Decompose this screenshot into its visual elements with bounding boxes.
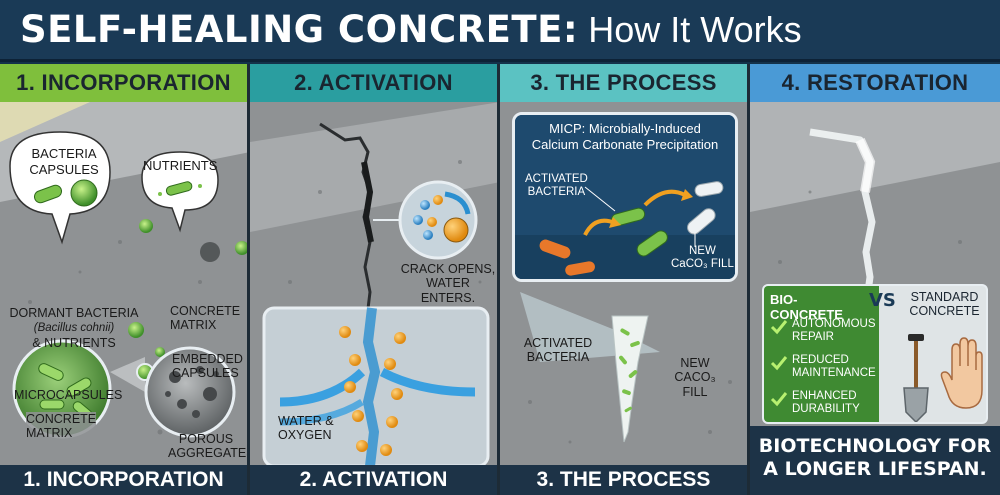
panel-incorporation: 1. INCORPORATION [0, 64, 250, 495]
panel2-footer: 2. ACTIVATION [250, 465, 497, 495]
benefit-item: AUTONOMOUS REPAIR [770, 318, 878, 343]
checkmark-icon [770, 356, 788, 371]
panel3-footer: 3. THE PROCESS [500, 465, 747, 495]
micp-new-fill-line1: NEW [689, 245, 716, 257]
panel-process: 3. THE PROCESS [500, 64, 750, 495]
vs-label: VS [869, 290, 896, 311]
panel1-header: 1. INCORPORATION [0, 64, 247, 102]
comparison-box: BIO-CONCRETE VS STANDARD CONCRETE AUTONO… [762, 284, 988, 424]
benefit-item: ENHANCED DURABILITY [770, 390, 878, 415]
dormant-label-line2: (Bacillus cohnii) [33, 322, 115, 335]
embedded-capsules-label: EMBEDDED CAPSULES [172, 352, 243, 381]
panel-restoration: 4. RESTORATION BIO-CONCRETE VS STANDARD … [750, 64, 1000, 495]
bacteria-capsules-bubble [9, 131, 111, 245]
micp-title: MICP: Microbially-Induced Calcium Carbon… [531, 121, 719, 153]
nutrients-label: NUTRIENTS [143, 158, 218, 173]
panel-activation: 2. ACTIVATION [250, 64, 500, 495]
shovel-hand-icon [903, 334, 983, 422]
panel3-header: 3. THE PROCESS [500, 64, 747, 102]
panel2-header: 2. ACTIVATION [250, 64, 497, 102]
panel4-header: 4. RESTORATION [750, 64, 1000, 102]
benefit-label: AUTONOMOUS REPAIR [792, 318, 876, 343]
water-oxygen-label: WATER & OXYGEN [278, 414, 334, 443]
benefit-label: ENHANCED DURABILITY [792, 390, 860, 415]
micp-new-fill-line2: CaCO₃ FILL [671, 258, 734, 271]
nutrients-bubble [141, 151, 219, 233]
checkmark-icon [770, 392, 788, 407]
title-bar: SELF-HEALING CONCRETE: How It Works [0, 0, 1000, 62]
checkmark-icon [770, 320, 788, 335]
title-main: SELF-HEALING CONCRETE: [20, 8, 579, 51]
bacteria-capsules-label: BACTERIA CAPSULES [29, 146, 99, 177]
micp-new-fill-label: NEW CaCO₃ FILL [671, 245, 734, 271]
porous-aggregate-illustration [144, 346, 236, 438]
crack-opens-label: CRACK OPENS, WATER ENTERS. [400, 262, 496, 305]
bio-concrete-label: BIO-CONCRETE [770, 292, 843, 322]
panels: 1. INCORPORATION [0, 64, 1000, 495]
activated-bacteria-label: ACTIVATED BACTERIA [523, 336, 593, 365]
micp-panel: MICP: Microbially-Induced Calcium Carbon… [512, 112, 738, 282]
dormant-bacteria-label: DORMANT BACTERIA (Bacillus cohnii) & NUT… [4, 306, 144, 350]
dormant-label-line3: & NUTRIENTS [32, 335, 116, 350]
panel2-illustration [250, 102, 497, 465]
title-subtitle: How It Works [588, 8, 802, 50]
concrete-matrix-label-top: CONCRETE MATRIX [170, 304, 241, 333]
micp-activated-bacteria-label: ACTIVATED BACTERIA [525, 173, 588, 199]
benefit-label: REDUCED MAINTENANCE [792, 354, 876, 379]
microcapsules-label: MICROCAPSULES [14, 388, 123, 402]
micp-illustration [515, 115, 735, 279]
panel1-footer: 1. INCORPORATION [0, 465, 247, 495]
porous-aggregates-label: POROUS AGGREGATES [168, 432, 250, 461]
concrete-matrix-label-bottom: CONCRETE MATRIX [26, 412, 97, 441]
bio-concrete-column [764, 286, 879, 422]
dormant-label-line1: DORMANT BACTERIA [9, 306, 139, 320]
tagline: BIOTECHNOLOGY FOR A LONGER LIFESPAN. [750, 426, 1000, 495]
new-caco3-fill-label: NEW CaCO₃ FILL [674, 356, 716, 399]
standard-concrete-label: STANDARD CONCRETE [909, 290, 980, 319]
benefit-item: REDUCED MAINTENANCE [770, 354, 878, 379]
panel1-illustration [0, 102, 247, 465]
